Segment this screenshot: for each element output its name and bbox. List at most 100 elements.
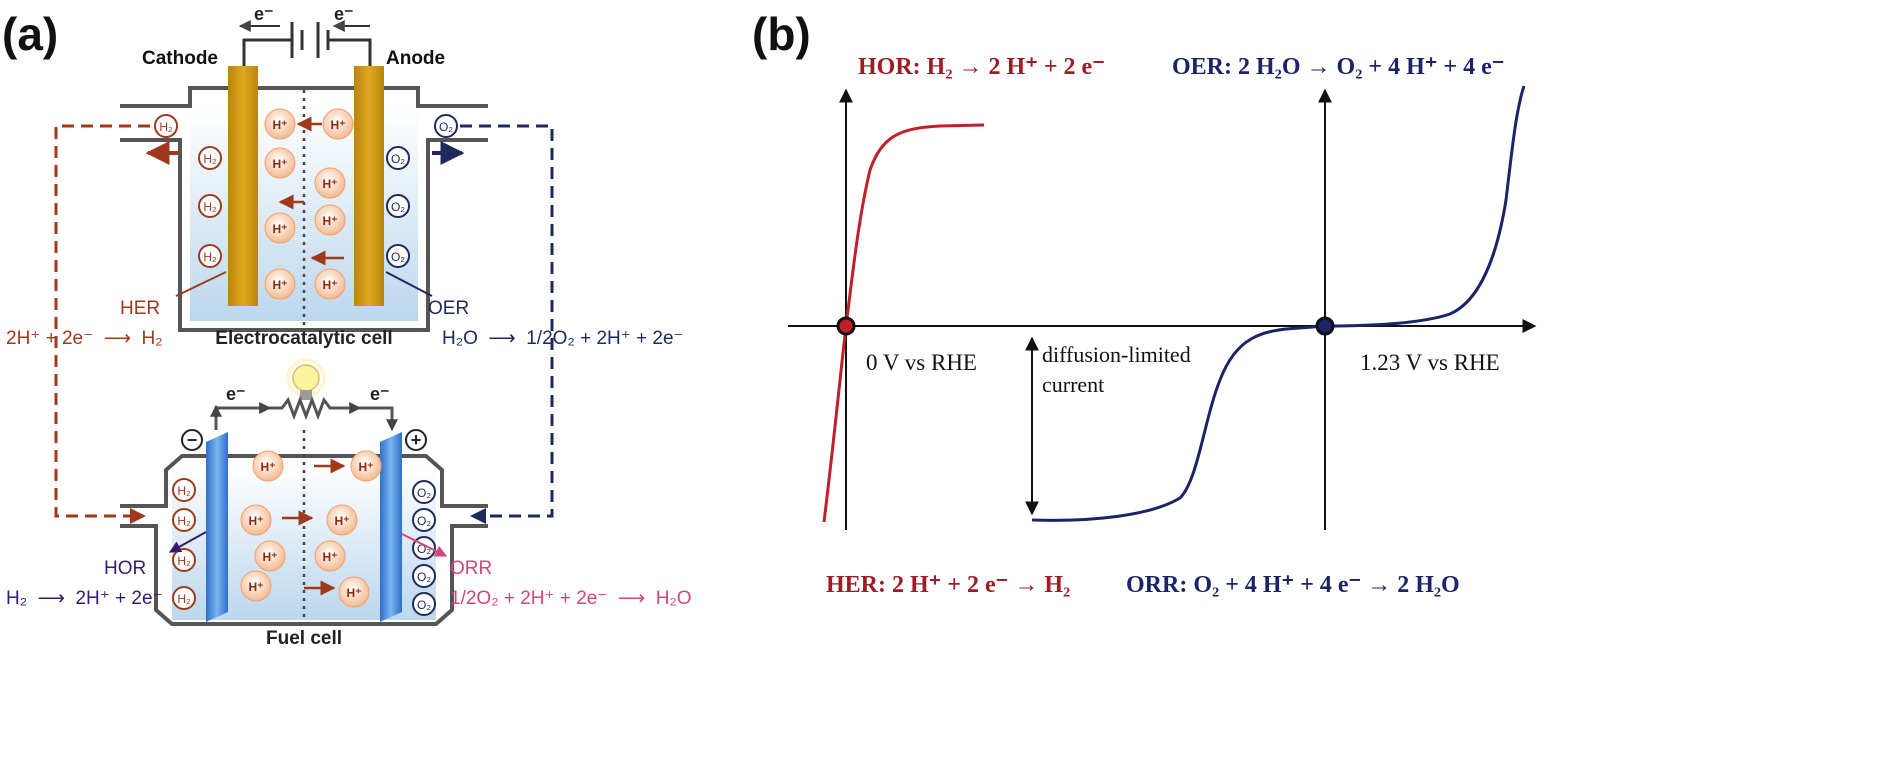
hor-pointer [168,531,207,553]
her-reaction: HER: 2 H⁺ + 2 e⁻ → H₂ [826,572,1070,598]
svg-text:H⁺: H⁺ [335,514,350,528]
anode-label: Anode [386,48,445,69]
light-bulb-icon [286,358,326,400]
svg-text:H⁺: H⁺ [323,550,338,564]
svg-text:H⁺: H⁺ [273,278,288,292]
svg-text:O₂: O₂ [391,152,405,166]
orr-label: ORR [450,558,492,579]
o2-molecule: O₂ [386,194,410,218]
svg-text:H₂: H₂ [203,152,217,166]
svg-text:O₂: O₂ [417,570,431,584]
o2-molecule: O₂ [412,536,436,560]
her-label: HER [120,298,160,319]
cathode-label: Cathode [142,48,218,69]
svg-text:H⁺: H⁺ [331,118,346,132]
svg-text:H₂: H₂ [203,200,217,214]
o2-transport-line [460,124,554,518]
o2-molecule: O₂ [386,244,410,268]
svg-text:+: + [411,430,422,450]
cell-body [120,138,488,332]
proton: H⁺ [314,204,346,236]
svg-text:H⁺: H⁺ [249,580,264,594]
electron-label-right: e⁻ [334,4,354,24]
o2-transport-arrowhead [470,508,486,524]
fuel-cell-title: Fuel cell [266,628,342,649]
svg-text:H₂: H₂ [177,554,191,568]
electrocatalytic-cell-title: Electrocatalytic cell [215,328,392,349]
panel-a-label: (a) [2,8,58,60]
proton: H⁺ [314,268,346,300]
proton: H⁺ [264,212,296,244]
svg-text:H⁺: H⁺ [273,157,288,171]
o2-molecule: O₂ [434,114,458,138]
svg-text:H₂: H₂ [159,120,173,134]
battery-icon [242,22,372,68]
hor-reaction: HOR: H₂ → 2 H⁺ + 2 e⁻ [858,54,1105,80]
fc-electron-label-left: e⁻ [226,384,246,404]
h2-transport-line [54,124,150,518]
anode-electrode [354,66,384,306]
oer-potential-point [1315,316,1335,336]
svg-text:O₂: O₂ [417,542,431,556]
fuel-cell-anode [206,432,228,622]
proton: H⁺ [240,504,272,536]
svg-text:O₂: O₂ [439,120,453,134]
diffusion-label-line1: diffusion-limited [1042,342,1191,367]
o2-molecule: O₂ [412,508,436,532]
electrocatalytic-cell: e⁻ e⁻ Cathode Anode H₂ O₂ H₂ H₂ H₂ O₂ O₂ [6,4,684,349]
oer-orr-curve [1031,85,1526,522]
proton: H⁺ [314,540,346,572]
oer-v-label: 1.23 V vs RHE [1360,350,1500,375]
positive-terminal-icon [405,429,427,451]
fuel-cell-cathode [380,432,402,622]
svg-text:H⁺: H⁺ [261,460,276,474]
proton: H⁺ [338,576,370,608]
svg-text:H₂: H₂ [177,514,191,528]
zero-v-label: 0 V vs RHE [866,350,977,375]
proton: H⁺ [264,147,296,179]
h2-molecule: H₂ [172,508,196,532]
proton: H⁺ [264,268,296,300]
hor-label: HOR [104,558,146,579]
h2-molecule: H₂ [154,114,178,138]
svg-text:O₂: O₂ [391,250,405,264]
h2-molecule: H₂ [198,146,222,170]
h2-molecule: H₂ [172,586,196,610]
h2-molecule: H₂ [172,548,196,572]
svg-text:O₂: O₂ [391,200,405,214]
fuel-cell: e⁻ e⁻ − + H₂ H₂ H₂ H₂ O₂ O₂ O₂ O₂ O₂ H⁺ … [6,358,692,649]
proton: H⁺ [240,570,272,602]
panel-b-label: (b) [752,8,811,60]
proton: H⁺ [254,540,286,572]
fuel-cell-body [120,524,488,626]
h2-transport-arrowhead [130,508,146,524]
svg-text:H⁺: H⁺ [323,214,338,228]
svg-text:O₂: O₂ [417,598,431,612]
electron-label-left: e⁻ [254,4,274,24]
svg-text:H⁺: H⁺ [249,514,264,528]
cathode-electrode [228,66,258,306]
oer-label: OER [428,298,469,319]
oer-pointer [385,271,433,297]
o2-molecule: O₂ [412,592,436,616]
o2-molecule: O₂ [386,146,410,170]
negative-terminal-icon [181,429,203,451]
svg-text:H⁺: H⁺ [273,222,288,236]
proton: H⁺ [252,450,284,482]
h2-molecule: H₂ [198,244,222,268]
hor-her-curve [822,123,985,523]
proton: H⁺ [314,167,346,199]
svg-text:H₂: H₂ [203,250,217,264]
h2-molecule: H₂ [172,478,196,502]
svg-text:−: − [187,430,198,450]
proton: H⁺ [322,108,354,140]
proton: H⁺ [264,108,296,140]
svg-text:H⁺: H⁺ [263,550,278,564]
orr-equation: 1/2O₂ + 2H⁺ + 2e⁻ ⟶ H₂O [450,588,692,609]
external-circuit [214,395,394,430]
her-equation: 2H⁺ + 2e⁻ ⟶ H₂ [6,328,163,349]
svg-text:O₂: O₂ [417,514,431,528]
diffusion-label-line2: current [1042,372,1104,397]
orr-reaction: ORR: O₂ + 4 H⁺ + 4 e⁻ → 2 H₂O [1126,572,1460,598]
